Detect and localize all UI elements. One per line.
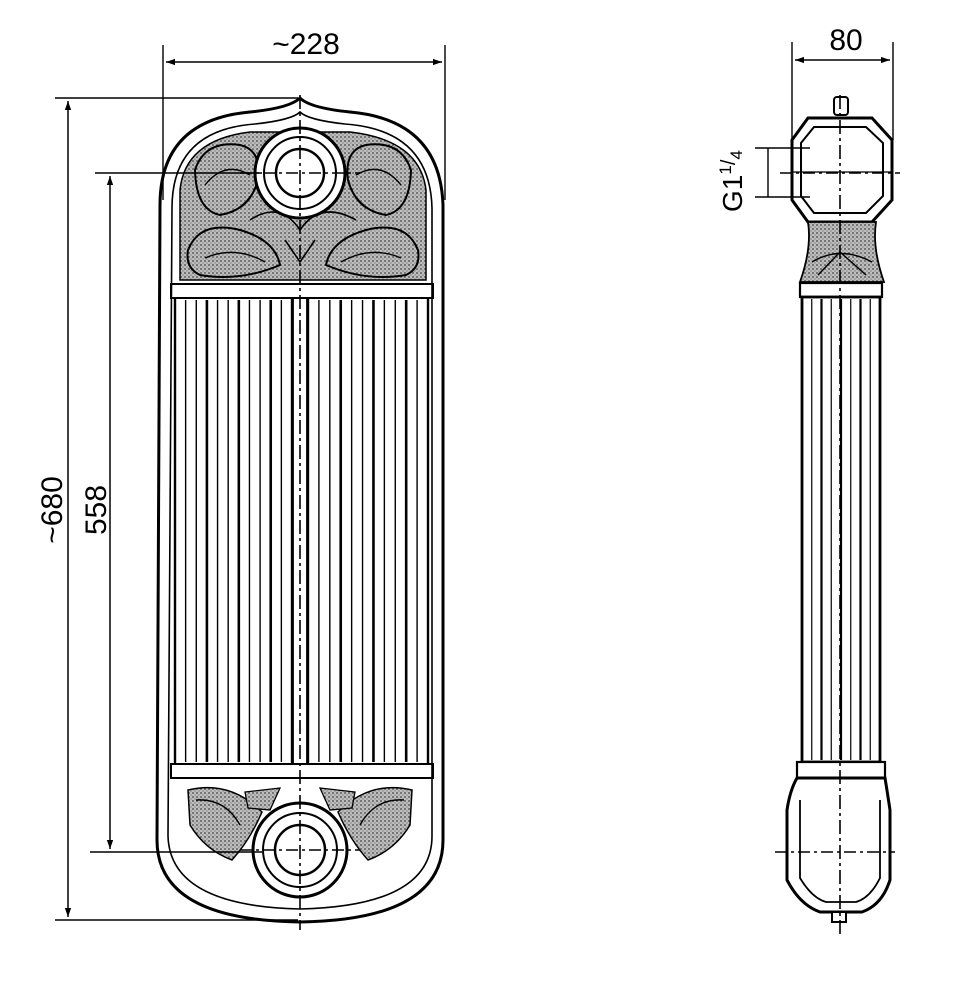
thread-size-dimension: G11/4 — [716, 147, 810, 212]
total-height-dimension-label: ~680 — [36, 476, 69, 544]
front-spacing-dimension: 558 — [80, 172, 262, 853]
thread-fraction-denominator: 4 — [727, 150, 746, 159]
side-column — [795, 281, 887, 780]
thread-size-label: G11/4 — [716, 150, 748, 212]
width-dimension-label: ~228 — [272, 28, 340, 61]
thread-prefix: G1 — [717, 175, 748, 212]
side-neck — [798, 221, 886, 283]
front-height-dimension: ~680 — [36, 97, 298, 921]
connection-spacing-dimension-label: 558 — [80, 485, 113, 535]
radiator-front-body — [155, 95, 445, 924]
front-width-dimension: ~228 — [162, 28, 446, 200]
side-depth-dimension: 80 — [791, 24, 894, 140]
svg-text:G11/4: G11/4 — [716, 150, 748, 212]
depth-dimension-label: 80 — [829, 24, 862, 57]
side-view — [775, 95, 900, 938]
bottom-ornament-panel — [187, 786, 413, 861]
header-bands — [170, 283, 434, 779]
side-bottom-hub — [785, 776, 892, 923]
thread-fraction-numerator: 1 — [716, 165, 735, 174]
side-top-hub — [790, 96, 894, 224]
front-view — [155, 95, 445, 930]
fluted-columns — [173, 298, 430, 764]
